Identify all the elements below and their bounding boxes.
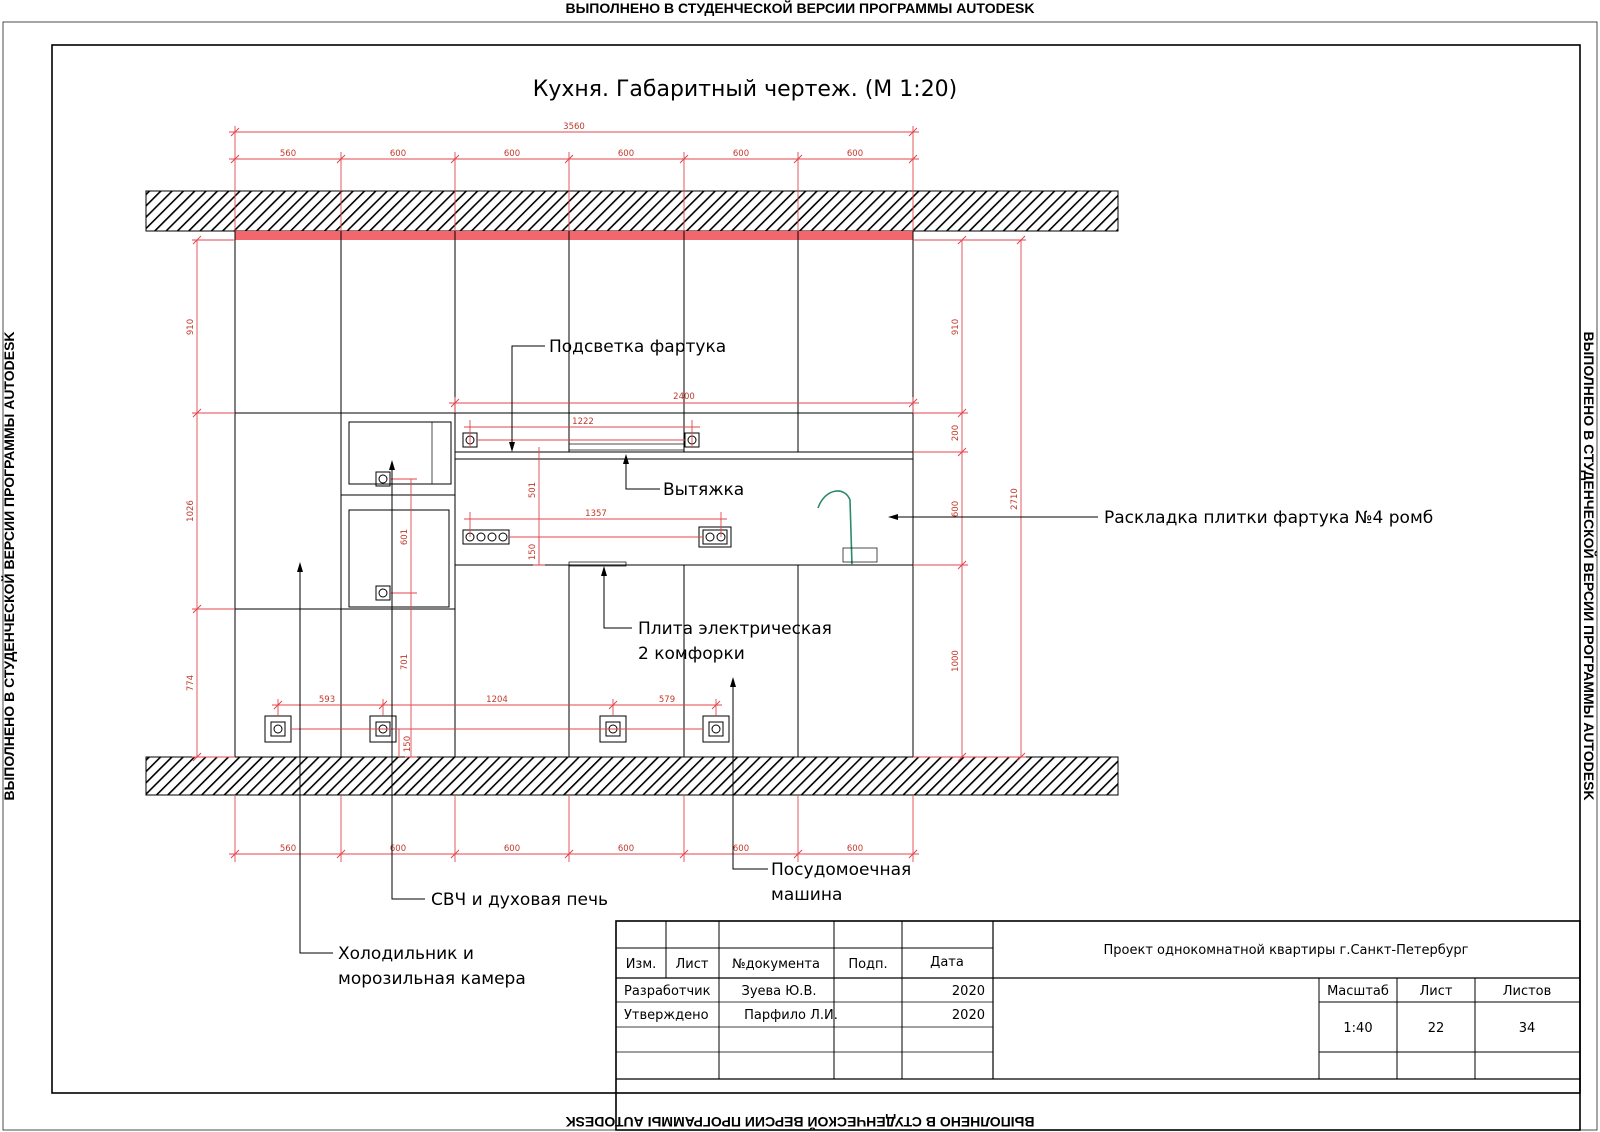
ceiling-slab (145, 190, 1119, 232)
dim-light-width: 1222 (572, 417, 594, 427)
dim-low-socket-height: 701 (400, 654, 410, 670)
tb-role-developer: Разработчик (624, 984, 711, 999)
tb-date-developer: 2020 (952, 984, 985, 999)
tb-date-approver: 2020 (952, 1008, 985, 1023)
dim-low-row-1: 593 (319, 695, 335, 705)
dimension-labels: 3560 560 600 600 600 600 600 560 600 600… (186, 122, 1020, 854)
callout-dishwasher-2: машина (771, 885, 842, 905)
floor-slab (145, 756, 1119, 796)
dim-top-5: 600 (733, 149, 749, 159)
tb-sheets-value: 34 (1519, 1021, 1536, 1036)
dim-bottom-6: 600 (847, 844, 863, 854)
dim-low-row-2: 1204 (486, 695, 508, 705)
dim-right-4: 1000 (951, 650, 961, 672)
dim-bottom-2: 600 (390, 844, 406, 854)
callout-dishwasher-1: Посудомоечная (771, 860, 911, 880)
tb-header-change: Изм. (626, 957, 657, 972)
tb-sheet-value: 22 (1428, 1021, 1445, 1036)
tb-header-signature: Подп. (848, 957, 887, 972)
callout-tile-layout: Раскладка плитки фартука №4 ромб (1104, 508, 1433, 528)
dim-top-2: 600 (390, 149, 406, 159)
ceiling-strip (235, 231, 913, 240)
tb-header-date: Дата (930, 955, 964, 970)
tb-header-doc-no: №документа (732, 957, 820, 972)
drawing-frame (51, 44, 1581, 1094)
dim-right-total: 2710 (1010, 488, 1020, 510)
dim-left-2: 1026 (186, 500, 196, 522)
dim-bottom-5: 600 (733, 844, 749, 854)
leader-arrowheads (297, 442, 898, 687)
faucet-icon (817, 490, 853, 566)
dim-hood-height: 501 (528, 482, 538, 498)
title-block (615, 920, 1581, 1131)
callout-stove-1: Плита электрическая (638, 619, 832, 639)
tb-name-developer: Зуева Ю.В. (741, 984, 816, 999)
tb-sheets-label: Листов (1503, 984, 1552, 999)
dimension-ticks (192, 127, 1026, 859)
callout-hood: Вытяжка (663, 480, 744, 500)
tb-name-approver: Парфило Л.И. (744, 1008, 838, 1023)
dim-bottom-3: 600 (504, 844, 520, 854)
dim-right-2: 200 (951, 425, 961, 441)
dim-top-4: 600 (618, 149, 634, 159)
dim-bottom-1: 560 (280, 844, 296, 854)
drawing-title: Кухня. Габаритный чертеж. (М 1:20) (533, 77, 958, 102)
kitchen-elevation (234, 231, 914, 757)
dim-top-6: 600 (847, 149, 863, 159)
tb-project: Проект однокомнатной квартиры г.Санкт-Пе… (1103, 943, 1468, 958)
dim-top-1: 560 (280, 149, 296, 159)
dim-socket-row-height: 150 (528, 544, 538, 560)
dim-right-1: 910 (951, 319, 961, 335)
watermark-top: ВЫПОЛНЕНО В СТУДЕНЧЕСКОЙ ВЕРСИИ ПРОГРАММ… (565, 0, 1034, 16)
tb-scale-label: Масштаб (1327, 984, 1389, 999)
callout-fridge-1: Холодильник и (338, 944, 474, 964)
dim-overall-width: 3560 (563, 122, 585, 132)
tb-scale-value: 1:40 (1343, 1021, 1372, 1036)
tb-role-approver: Утверждено (624, 1008, 709, 1023)
watermark-bottom: ВЫПОЛНЕНО В СТУДЕНЧЕСКОЙ ВЕРСИИ ПРОГРАММ… (565, 1114, 1034, 1131)
tb-sheet-label: Лист (1420, 984, 1453, 999)
dim-apron-width: 2400 (673, 392, 695, 402)
watermark-left: ВЫПОЛНЕНО В СТУДЕНЧЕСКОЙ ВЕРСИИ ПРОГРАММ… (0, 331, 17, 800)
dim-oven-socket-height: 601 (400, 529, 410, 545)
tb-header-sheet: Лист (676, 957, 709, 972)
dim-left-1: 910 (186, 319, 196, 335)
dim-right-3: 600 (951, 501, 961, 517)
callout-microwave: СВЧ и духовая печь (431, 890, 608, 910)
watermark-right: ВЫПОЛНЕНО В СТУДЕНЧЕСКОЙ ВЕРСИИ ПРОГРАММ… (1581, 331, 1598, 800)
dim-left-3: 774 (186, 675, 196, 691)
dim-bottom-4: 600 (618, 844, 634, 854)
callout-apron-light: Подсветка фартука (549, 337, 726, 357)
dim-low-socket-offset: 150 (403, 736, 413, 752)
leader-lines (299, 345, 1098, 954)
dim-top-3: 600 (504, 149, 520, 159)
callout-stove-2: 2 комфорки (638, 644, 745, 664)
callout-fridge-2: морозильная камера (338, 969, 526, 989)
dim-low-row-3: 579 (659, 695, 675, 705)
dim-socket-row-width: 1357 (585, 509, 607, 519)
